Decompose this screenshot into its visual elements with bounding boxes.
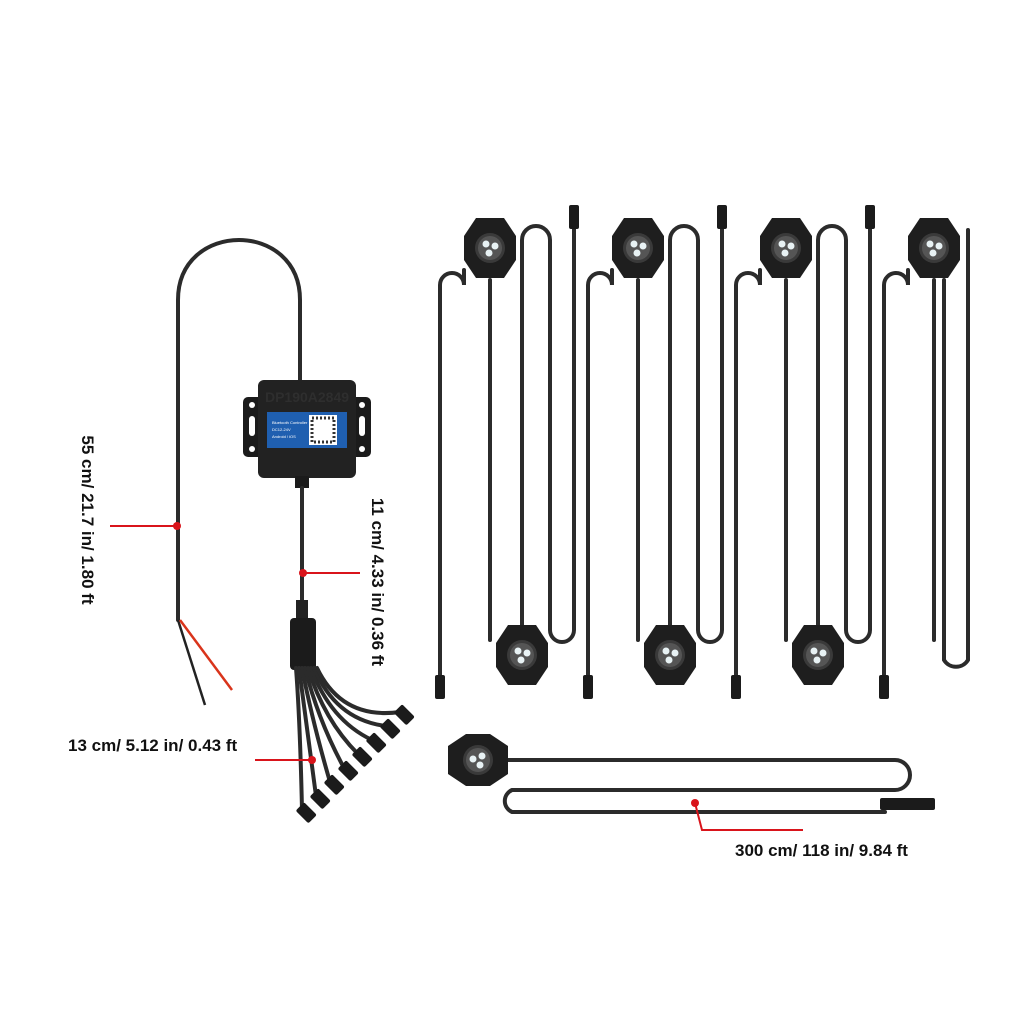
pod-cable [882,268,910,692]
led-icon [523,649,531,657]
led-icon [476,761,484,769]
power-lead [176,238,302,706]
connector-plug [324,775,345,795]
led-icon [787,242,795,250]
label-line: DC12-24V [272,427,291,432]
led-icon [810,647,818,655]
label-line: Bluetooth Controller [272,420,308,425]
connector-plug [583,675,593,699]
splitter-lead [300,666,332,784]
pod-cable [734,268,762,692]
led-icon [929,249,937,257]
pod-cable [816,213,872,644]
pod-cable [520,213,576,644]
connector-plug [338,761,359,781]
pod-cable-length: 300 cm/ 118 in/ 9.84 ft [735,841,908,860]
led-icon [778,240,786,248]
splitter-lead-length: 13 cm/ 5.12 in/ 0.43 ft [68,736,237,755]
rock-light-pod [760,218,812,278]
led-icon [639,242,647,250]
connector-plug [310,789,331,809]
led-icon [491,242,499,250]
connector-plug [569,205,579,229]
led-icon [819,649,827,657]
led-icon [633,249,641,257]
rock-light-pod [464,218,516,278]
rock-light-pod [792,625,844,685]
pod-cable [586,268,614,692]
rock-light-pod [448,734,508,786]
splitter-lead [309,666,374,742]
led-icon [926,240,934,248]
led-icon [630,240,638,248]
rock-light-pod [496,625,548,685]
led-icon [781,249,789,257]
pod-cable [668,213,724,644]
led-icon [517,656,525,664]
splitter-lead [303,666,346,770]
connector-plug [880,798,935,810]
connector-plug [352,747,373,767]
led-icon [514,647,522,655]
led-icon [662,647,670,655]
connector-plug [366,733,387,753]
splitter-lead [306,666,360,756]
bluetooth-controller: DP190A2849 Bluetooth Controller DC12-24V… [243,380,371,488]
led-icon [935,242,943,250]
connector-plug [865,205,875,229]
connector-plug [731,675,741,699]
led-icon [671,649,679,657]
label-line: Android / iOS [272,434,296,439]
rock-light-pod [612,218,664,278]
connector-plug [717,205,727,229]
pod-cable [438,268,466,692]
controller-lead-length: 11 cm/ 4.33 in/ 0.36 ft [368,498,387,667]
connector-plug [435,675,445,699]
power-lead-length: 55 cm/ 21.7 in/ 1.80 ft [78,435,97,604]
led-icon [485,249,493,257]
dimension-markers [110,522,803,831]
connector-plug [394,705,415,725]
qr-code-icon [309,415,337,445]
pod-cable [942,228,970,669]
connector-plug [296,803,317,823]
rock-light-pod [908,218,960,278]
connector-plug [380,719,401,739]
pod-cable [502,758,912,814]
splitter-lead [294,666,304,812]
led-icon [665,656,673,664]
splitter-lead [297,666,318,798]
splitter-lead [315,666,402,715]
led-icon [482,240,490,248]
splitter-lead [312,666,388,728]
led-icon [813,656,821,664]
led-icon [469,755,477,763]
led-icon [478,752,486,760]
connector-plug [879,675,889,699]
rock-light-pod [644,625,696,685]
splitter-harness [290,486,415,823]
controller-model-text: DP190A2849 [265,389,349,405]
rock-light-pods [435,205,970,814]
